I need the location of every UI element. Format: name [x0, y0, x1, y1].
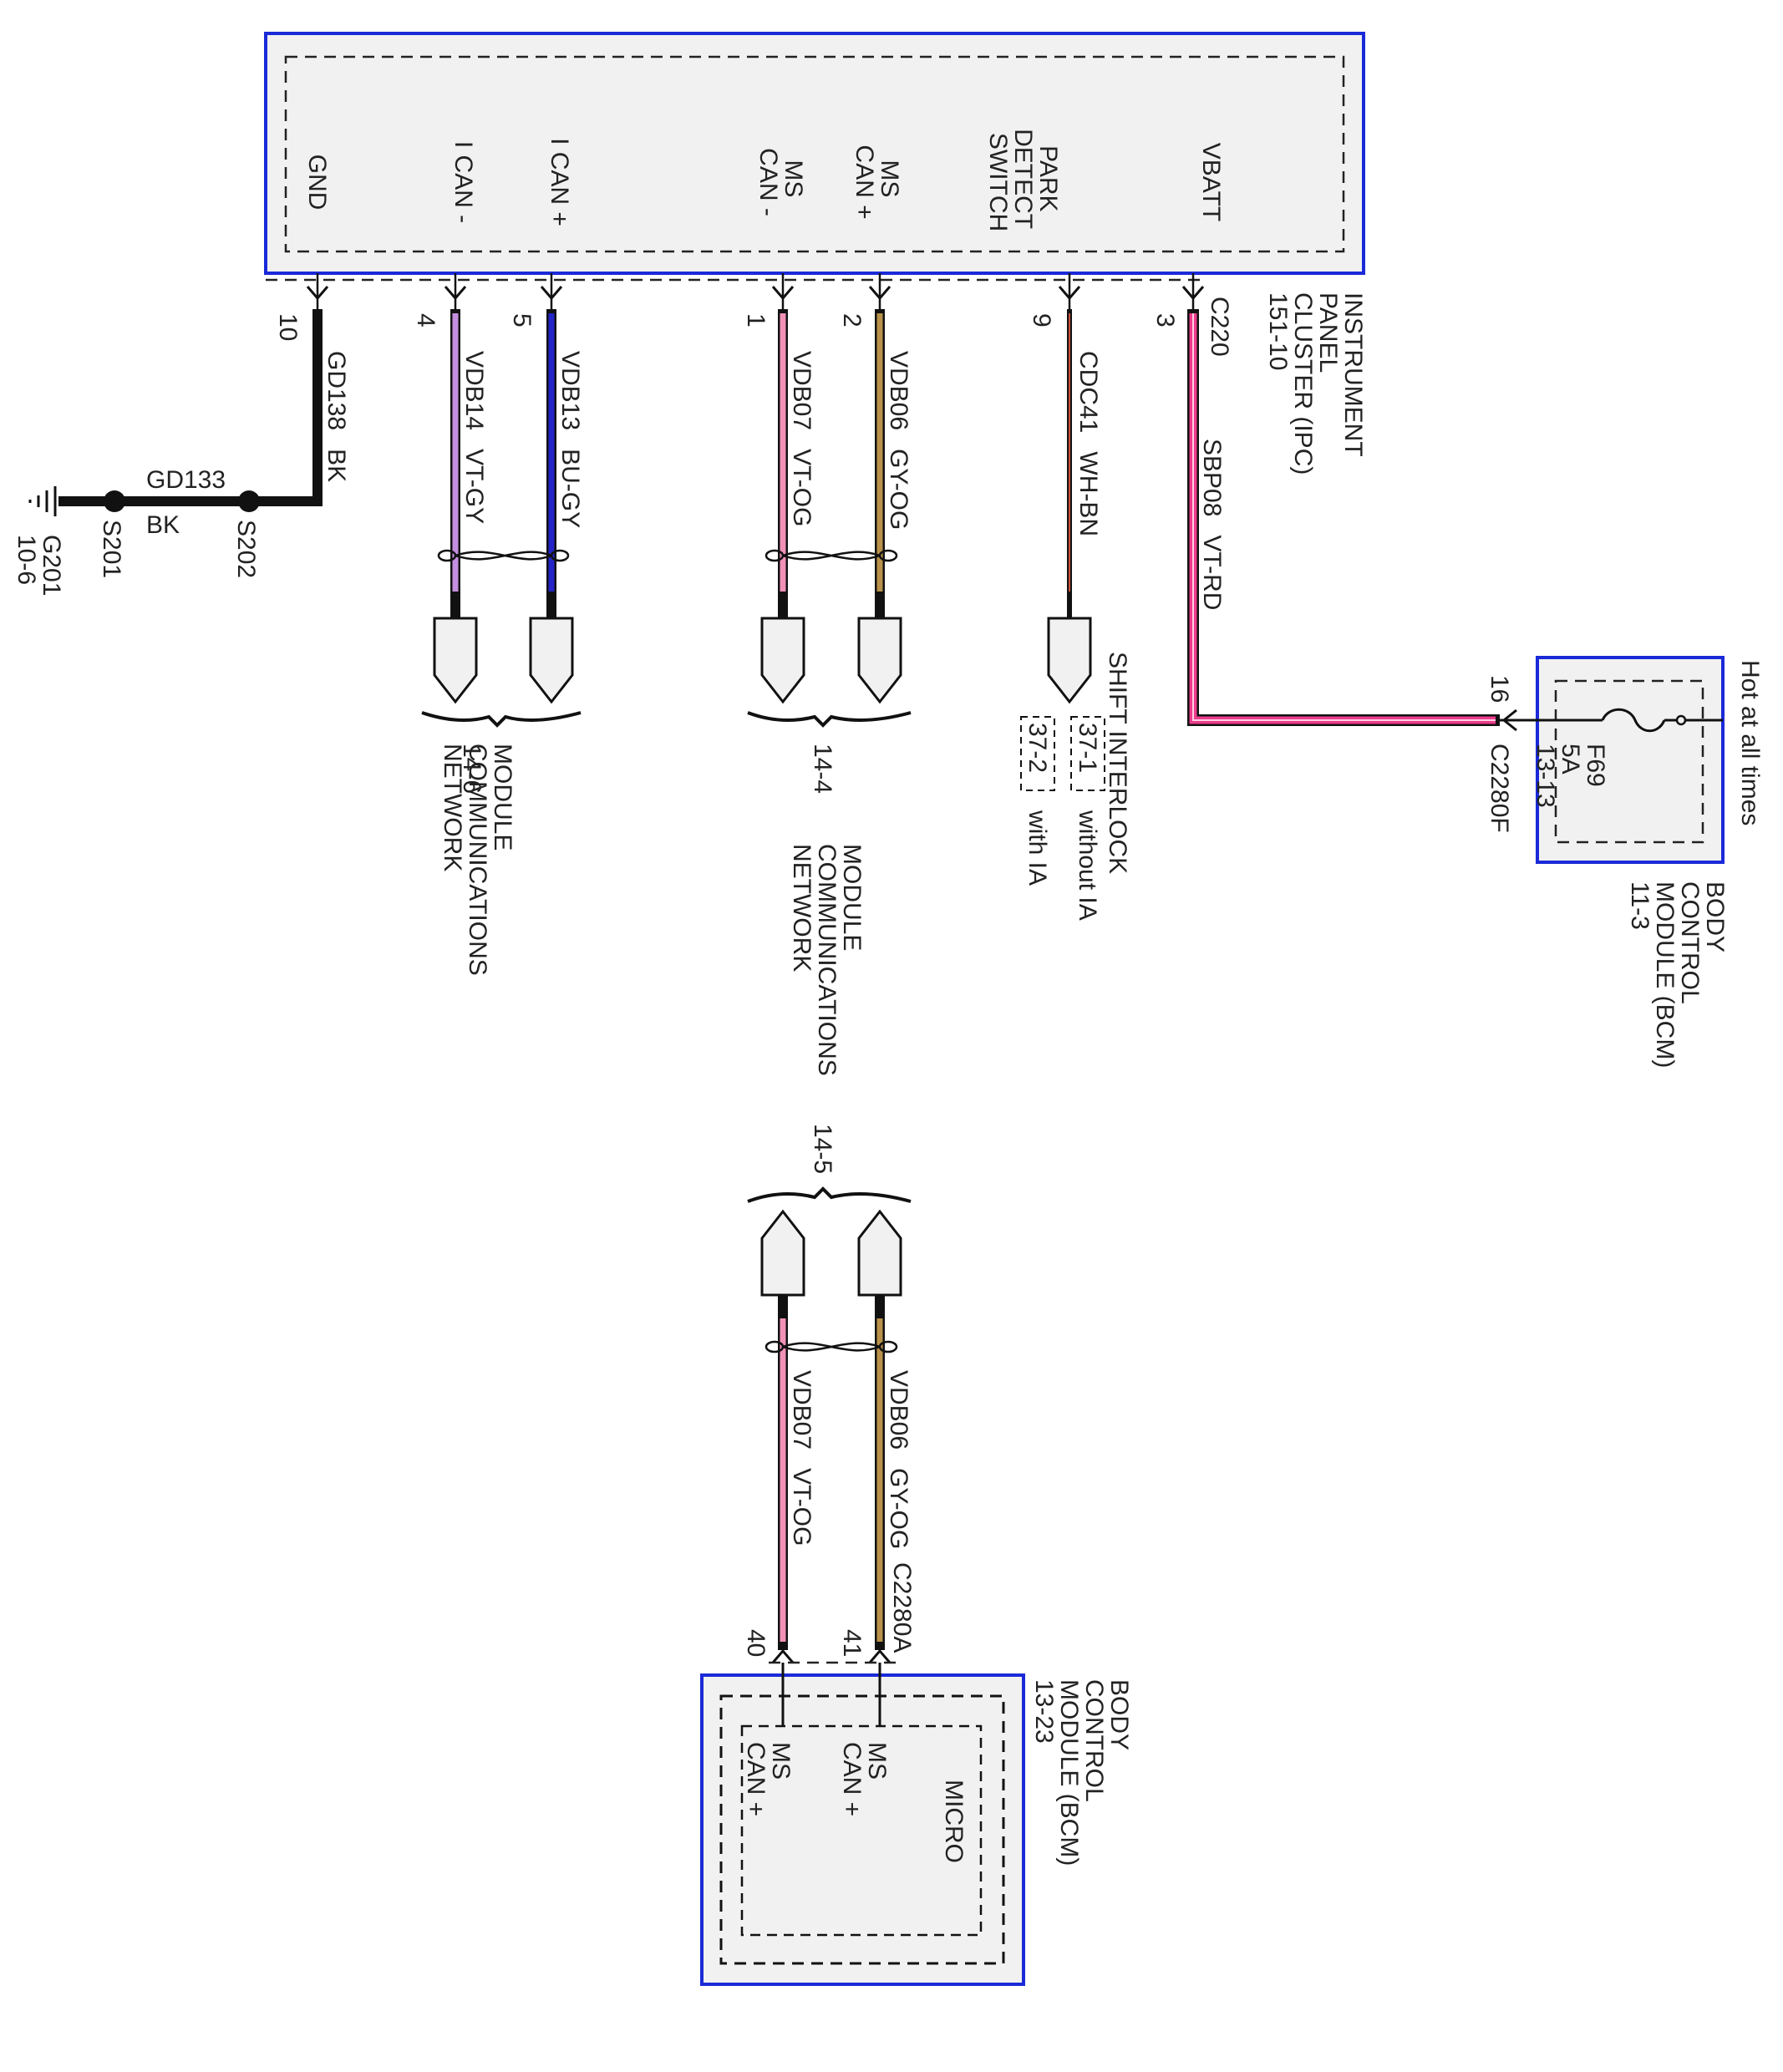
wire-label-vdb06: VDB06GY-OG [885, 351, 912, 530]
wire-label-cdc41: CDC41WH-BN [1074, 351, 1102, 536]
ground-wire-color: BK [146, 511, 180, 539]
bcm-power-module [1500, 656, 1725, 864]
ipc-name-label: INSTRUMENT PANEL CLUSTER (IPC) 151-10 [1264, 292, 1367, 482]
svg-text:GND: GND [303, 155, 331, 211]
ground-point-label: G201 10-6 [13, 535, 65, 603]
ican-wires [437, 309, 570, 618]
svg-text:I CAN +: I CAN + [546, 138, 573, 226]
svg-text:MS CAN +: MS CAN + [851, 145, 903, 219]
splice-s202 [238, 490, 260, 512]
pin-number-park: 9 [1028, 313, 1055, 328]
bcm-pin-number-plus: 41 [838, 1629, 866, 1657]
shift-interlock-title: SHIFT INTERLOCK [1104, 652, 1131, 874]
bcm-pin-chevron-minus [771, 1648, 795, 1663]
shift-interlock-ref-2: 37-2 [1024, 723, 1051, 773]
bcm-micro-label: MICRO [940, 1780, 968, 1863]
ipc-pin-label-gnd: GND [303, 155, 331, 211]
bullet-connectors-ipc [433, 617, 1092, 704]
ipc-pin-label-mscan-plus: MS CAN + [851, 145, 903, 219]
bcm-can-minus-label: MS CAN + [742, 1742, 795, 1816]
bcm-can-bullets [760, 1209, 902, 1297]
fuse-icon [1601, 708, 1666, 733]
wire-label-vdb14: VDB14VT-GY [460, 351, 488, 524]
mscan-network-ref: 14-4 [809, 744, 836, 794]
svg-text:INSTRUMENT PANEL C: INSTRUMENT PANEL CLUSTER (IPC) 151-10 [1264, 292, 1367, 482]
svg-text:I CAN -: I CAN - [450, 141, 477, 223]
splice-s202-label: S202 [232, 520, 260, 578]
bcm-can-wires [765, 1295, 898, 1664]
ground-symbol-icon [28, 486, 57, 516]
splice-s201 [104, 490, 125, 512]
bcm-can-name-label: BODY CONTROL MODULE (BCM) 13-23 [1030, 1679, 1133, 1873]
shift-interlock-note-1: without IA [1074, 810, 1101, 921]
bcm-network-ref: 14-5 [809, 1124, 836, 1174]
wire-label-vdb13: VDB13BU-GY [556, 351, 584, 528]
ipc-pin-label-ican-minus: I CAN - [450, 141, 477, 223]
ipc-pin-label-mscan-minus: MS CAN - [754, 148, 807, 216]
bcm-power-pin-number: 16 [1486, 675, 1513, 703]
ican-network-label: MODULE COMMUNICATIONS NETWORK [439, 744, 516, 983]
shift-interlock-ref-1: 37-1 [1074, 723, 1101, 773]
bullet-bcm-vdb07 [760, 1209, 805, 1297]
bcm-power-connector-label: C2280F [1486, 744, 1513, 833]
ipc-pin-numbers: 10 4 5 1 2 9 3 [274, 313, 1179, 341]
wire-label-bcm-vdb07: VDB07VT-OG [788, 1370, 815, 1546]
pin-number-ican-plus: 5 [508, 313, 536, 328]
fuse-label: F69 5A 13-13 [1532, 744, 1609, 808]
pin-number-mscan-plus: 2 [838, 313, 866, 328]
ground-circuit [28, 309, 323, 516]
wire-label-vdb07: VDB07VT-OG [788, 351, 815, 526]
ipc-pin-label-vbatt: VBATT [1197, 143, 1225, 221]
shift-interlock: SHIFT INTERLOCK 37-1 without IA 37-2 wit… [1020, 652, 1131, 921]
bcm-power-name-label: BODY CONTROL MODULE (BCM) 11-3 [1626, 881, 1729, 1075]
svg-text:C220: C220 [1206, 297, 1233, 357]
bcm-can-connector-label: C2280A [888, 1562, 916, 1653]
shift-interlock-ref-box-2 [1020, 716, 1055, 791]
ican-network-ref: 14-6 [458, 744, 485, 794]
bcm-can-plus-label: MS CAN + [838, 1742, 891, 1816]
splice-s201-label: S201 [98, 520, 125, 578]
shift-interlock-note-2: with IA [1024, 810, 1051, 886]
wire-label-gd138: GD138BK [323, 351, 350, 482]
pin-number-mscan-minus: 1 [742, 313, 770, 328]
pin-number-gnd: 10 [274, 313, 302, 341]
bullet-vdb14 [433, 617, 478, 704]
bcm-power-pin-chevron [1501, 708, 1517, 732]
ground-wire-circuit: GD133 [146, 466, 226, 494]
bullet-vdb07 [760, 617, 805, 704]
bcm-can-module [700, 1663, 1025, 1986]
svg-text:PARK DETECT SWITCH: PARK DETECT SWITCH [984, 129, 1062, 236]
mscan-network-label: MODULE COMMUNICATIONS NETWORK [788, 844, 866, 1083]
vbatt-wire [1187, 309, 1500, 726]
bcm-pin-number-minus: 40 [742, 1629, 770, 1657]
ipc-pin-label-ican-plus: I CAN + [546, 138, 573, 226]
ipc-module [264, 32, 1365, 282]
pin-stubs [316, 273, 1195, 309]
bcm-pin-chevron-plus [868, 1648, 892, 1663]
svg-text:MS CAN -: MS CAN - [754, 148, 807, 216]
bullet-bcm-vdb06 [857, 1209, 902, 1297]
bullet-cdc41 [1047, 617, 1092, 704]
ipc-connector-label: C220 [1206, 297, 1233, 357]
wire-label-bcm-vdb06: VDB06GY-OG [885, 1370, 912, 1549]
hot-at-all-times-label: Hot at all times [1736, 660, 1764, 825]
network-braces [421, 711, 912, 1203]
svg-text:VBATT: VBATT [1197, 143, 1225, 221]
ipc-pin-label-park-detect: PARK DETECT SWITCH [984, 129, 1062, 236]
wire-label-sbp08: SBP08VT-RD [1198, 439, 1226, 610]
bullet-vdb13 [529, 617, 574, 704]
mscan-wires-ipc [765, 309, 898, 618]
shift-interlock-ref-box-1 [1070, 716, 1105, 791]
bullet-vdb06 [857, 617, 902, 704]
pin-number-ican-minus: 4 [412, 313, 439, 328]
pin-number-vbatt: 3 [1151, 313, 1179, 328]
